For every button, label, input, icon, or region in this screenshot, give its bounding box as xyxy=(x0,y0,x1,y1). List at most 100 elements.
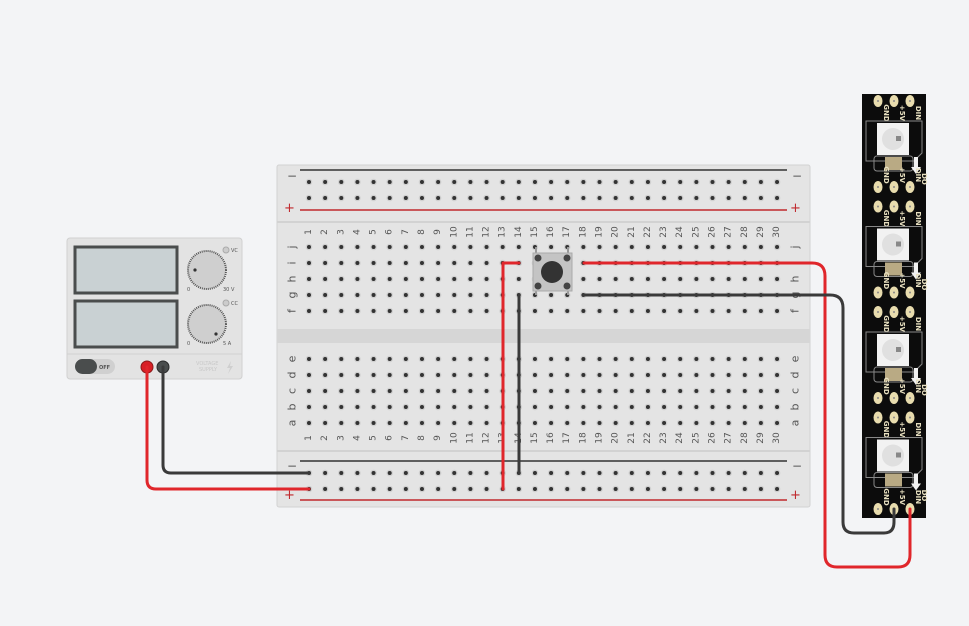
hole-center xyxy=(436,245,441,249)
column-number: 16 xyxy=(546,226,556,238)
hole-center xyxy=(758,421,763,425)
pad-label: GND xyxy=(882,104,890,122)
hole-center xyxy=(452,421,457,425)
hole-center xyxy=(403,389,408,393)
hole-center xyxy=(403,309,408,313)
hole-center xyxy=(436,373,441,377)
hole-center xyxy=(484,405,489,409)
hole-center xyxy=(549,487,554,491)
hole-center xyxy=(452,245,457,249)
breadboard[interactable]: − − + + − − + + 112233445566778899101011… xyxy=(276,164,811,508)
hole-center xyxy=(387,293,392,297)
wire-black-supply[interactable] xyxy=(161,365,311,475)
wire-red-supply[interactable] xyxy=(145,365,311,491)
column-number: 2 xyxy=(320,229,330,235)
hole-center xyxy=(758,309,763,313)
hole-center xyxy=(549,405,554,409)
hole-center xyxy=(355,309,360,313)
column-number: 1 xyxy=(304,229,314,235)
hole-center xyxy=(742,357,747,361)
hole-center xyxy=(387,196,392,200)
hole-center xyxy=(629,373,634,377)
hole-center xyxy=(532,471,537,475)
hole-center xyxy=(500,245,505,249)
hole-center xyxy=(484,309,489,313)
hole-center xyxy=(355,196,360,200)
hole-center xyxy=(613,245,618,249)
hole-center xyxy=(565,405,570,409)
hole-center xyxy=(694,471,699,475)
led-lens xyxy=(882,444,904,467)
button-cap[interactable] xyxy=(541,261,563,283)
hole-center xyxy=(419,487,424,491)
pushbutton[interactable] xyxy=(532,247,573,295)
wire-black-strip[interactable] xyxy=(582,293,896,535)
pad-label: +5V xyxy=(898,105,906,122)
wire-red-button[interactable] xyxy=(501,261,521,491)
column-number: 24 xyxy=(675,432,685,444)
hole-center xyxy=(597,245,602,249)
voltage-knob-marker xyxy=(193,268,197,272)
voltage-knob[interactable] xyxy=(187,250,227,290)
hole-center xyxy=(403,261,408,265)
hole-center xyxy=(307,357,311,361)
hole-center xyxy=(549,293,554,297)
hole-center xyxy=(371,389,376,393)
column-number: 4 xyxy=(352,229,362,235)
hole-center xyxy=(726,487,731,491)
power-switch[interactable]: OFF xyxy=(75,359,115,374)
hole-center xyxy=(645,373,650,377)
hole-center xyxy=(323,261,328,265)
column-number: 11 xyxy=(465,226,475,237)
hole-center xyxy=(371,373,376,377)
hole-center xyxy=(436,309,441,313)
hole-center xyxy=(387,277,392,281)
power-supply[interactable]: VC CC 0 30 V 0 5 A OFF VOLTAGE SUPPLY xyxy=(66,237,243,380)
pad-dot xyxy=(877,291,879,294)
hole-center xyxy=(339,405,344,409)
hole-center xyxy=(419,373,424,377)
hole-center xyxy=(387,389,392,393)
wire-red-strip[interactable] xyxy=(582,261,912,569)
pad-dot xyxy=(893,205,895,208)
row-letter: f xyxy=(286,308,299,313)
hole-center xyxy=(468,487,473,491)
hole-center xyxy=(355,357,360,361)
hole-center xyxy=(532,389,537,393)
hole-center xyxy=(565,196,570,200)
arrow-down-icon xyxy=(911,473,921,491)
hole-center xyxy=(403,196,408,200)
hole-center xyxy=(565,373,570,377)
hole-center xyxy=(758,245,763,249)
pad-label: DIN xyxy=(914,317,922,331)
hole-center xyxy=(629,357,634,361)
hole-center xyxy=(371,180,376,184)
pad-dot xyxy=(893,397,895,399)
column-number: 28 xyxy=(740,226,750,238)
hole-center xyxy=(645,357,650,361)
rail-plus-label: + xyxy=(790,488,801,503)
column-number: 7 xyxy=(401,229,411,235)
hole-center xyxy=(355,487,360,491)
hole-center xyxy=(339,357,344,361)
hole-center xyxy=(645,421,650,425)
hole-center xyxy=(436,487,441,491)
hole-center xyxy=(452,373,457,377)
pad-dot xyxy=(893,100,895,102)
hole-center xyxy=(726,196,731,200)
pad-dot xyxy=(909,311,911,313)
hole-center xyxy=(694,277,699,281)
hole-center xyxy=(452,293,457,297)
hole-center xyxy=(419,421,424,425)
hole-center xyxy=(355,373,360,377)
current-knob[interactable] xyxy=(187,304,227,344)
row-letter: a xyxy=(789,420,802,427)
column-number: 8 xyxy=(417,435,427,441)
hole-center xyxy=(323,309,328,313)
hole-center xyxy=(323,487,328,491)
hole-center xyxy=(339,309,344,313)
rail-plus-label: + xyxy=(790,201,801,216)
hole-center xyxy=(323,405,328,409)
